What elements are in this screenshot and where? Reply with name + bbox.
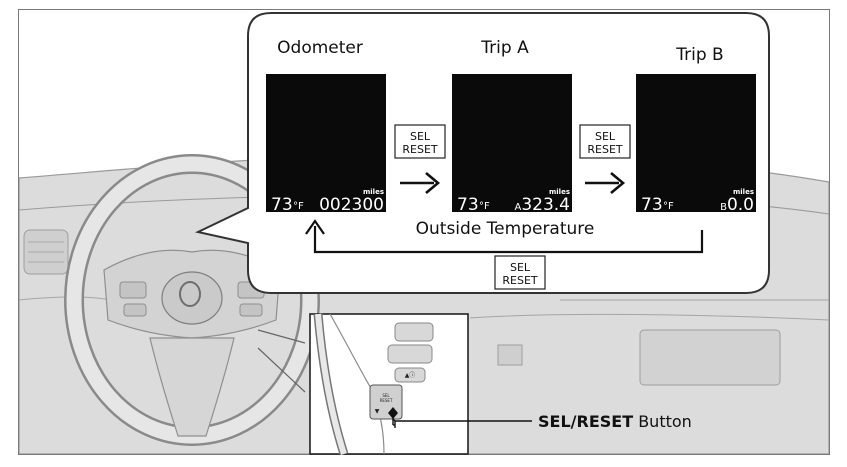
arrow-right-icon <box>585 172 626 194</box>
distance-value: 323.4 <box>521 195 570 215</box>
temperature-unit: °F <box>479 201 490 212</box>
reset-label: RESET <box>402 143 438 156</box>
temperature-unit: °F <box>293 201 304 212</box>
sel-reset-box-2: SEL RESET <box>579 124 631 159</box>
svg-text:▼: ▼ <box>375 408 380 415</box>
svg-text:RESET: RESET <box>380 398 393 403</box>
sel-reset-button-label: SEL/RESET Button <box>538 412 692 431</box>
trip-prefix: A <box>514 202 521 213</box>
screen-title: Trip B <box>675 45 723 65</box>
outside-temperature-label: Outside Temperature <box>416 219 595 239</box>
screen-title: Trip A <box>480 38 529 58</box>
button-label-bold: SEL/RESET <box>538 412 633 431</box>
temperature-unit: °F <box>663 201 674 212</box>
steering-wheel <box>64 154 320 446</box>
sel-label: SEL <box>410 130 431 143</box>
distance-value: 002300 <box>319 195 384 215</box>
svg-text:SEL: SEL <box>382 393 390 398</box>
temperature-readout: 73 <box>457 195 479 215</box>
display-screen <box>636 74 756 212</box>
distance-units: miles <box>733 188 754 196</box>
reset-label: RESET <box>502 274 538 287</box>
distance-readout: B0.0 <box>720 195 754 215</box>
trip-prefix: B <box>720 202 727 213</box>
distance-units: miles <box>363 188 384 196</box>
sel-label: SEL <box>595 130 616 143</box>
temperature-readout: 73 <box>641 195 663 215</box>
distance-value: 0.0 <box>727 195 754 215</box>
distance-readout: A323.4 <box>514 195 570 215</box>
display-screen <box>266 74 386 212</box>
button-closeup-inset: ▲ⓘ SEL RESET ▼ <box>309 313 469 456</box>
display-screen <box>452 74 572 212</box>
return-arrow-icon <box>305 219 704 254</box>
sel-reset-box-1: SEL RESET <box>394 124 446 159</box>
button-label-rest: Button <box>633 412 692 431</box>
screen-title: Odometer <box>277 38 363 58</box>
arrow-right-icon <box>400 172 441 194</box>
sel-reset-box-3: SEL RESET <box>494 255 546 290</box>
reset-label: RESET <box>587 143 623 156</box>
sel-label: SEL <box>510 261 531 274</box>
temperature-readout: 73 <box>271 195 293 215</box>
distance-units: miles <box>549 188 570 196</box>
distance-readout: 002300 <box>319 195 384 215</box>
svg-text:▲ⓘ: ▲ⓘ <box>405 371 416 379</box>
